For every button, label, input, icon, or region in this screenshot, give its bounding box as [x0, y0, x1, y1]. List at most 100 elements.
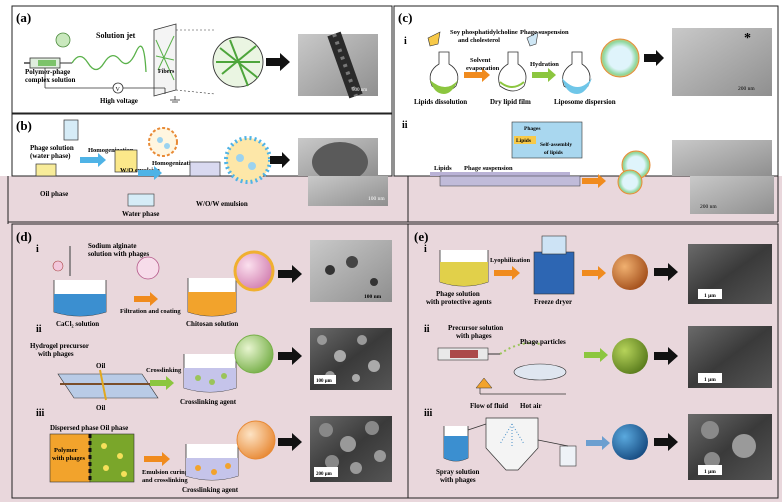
alginate-bead — [233, 250, 275, 292]
liposome-icon — [600, 38, 640, 78]
svg-text:Lipids dissolution: Lipids dissolution — [414, 98, 467, 106]
svg-text:solution with phages: solution with phages — [88, 250, 149, 258]
svg-text:Phage suspension: Phage suspension — [464, 165, 513, 172]
svg-text:Freeze dryer: Freeze dryer — [534, 298, 572, 306]
svg-text:Homogenization: Homogenization — [152, 160, 198, 167]
high-voltage-icon — [475, 377, 493, 389]
svg-text:Dry lipid film: Dry lipid film — [490, 98, 531, 106]
svg-text:with phages: with phages — [440, 476, 476, 484]
wo-droplet — [148, 127, 178, 157]
phage-solution-beaker — [63, 119, 79, 141]
svg-text:Lyophilization: Lyophilization — [490, 257, 530, 264]
svg-text:100 nm: 100 nm — [364, 294, 382, 300]
svg-text:i: i — [36, 244, 39, 255]
svg-text:200 nm: 200 nm — [700, 204, 717, 210]
svg-text:Flow of fluid: Flow of fluid — [470, 402, 508, 410]
spray-dryer-icon — [485, 417, 539, 471]
solution-jet — [71, 45, 147, 73]
svg-text:and cholesterol: and cholesterol — [458, 37, 500, 44]
svg-text:Homogenization: Homogenization — [88, 147, 134, 154]
svg-text:Polymer-phage: Polymer-phage — [25, 68, 70, 76]
svg-text:1 μm: 1 μm — [704, 469, 716, 475]
svg-text:complex solution: complex solution — [25, 76, 75, 84]
svg-text:High voltage: High voltage — [100, 97, 138, 105]
svg-text:(d): (d) — [16, 229, 32, 244]
svg-text:(water phase): (water phase) — [30, 152, 71, 160]
svg-text:Crosslinking: Crosslinking — [146, 367, 182, 374]
svg-text:1 μm: 1 μm — [704, 377, 716, 383]
phage-icon — [55, 32, 71, 48]
svg-text:Solution jet: Solution jet — [96, 31, 136, 40]
svg-text:ii: ii — [424, 324, 430, 335]
svg-text:Phage solution: Phage solution — [436, 290, 480, 298]
svg-text:of lipids: of lipids — [544, 150, 563, 156]
svg-text:evaporation: evaporation — [466, 65, 500, 72]
tem-image-c-ii — [672, 140, 772, 176]
dry-film-flask — [498, 51, 527, 92]
panel-a: (a) Polymer-phage complex solution Solut… — [11, 5, 393, 114]
svg-text:Lipids: Lipids — [434, 165, 452, 172]
arrow-icon — [266, 53, 290, 71]
svg-text:ii: ii — [36, 324, 42, 335]
hydrogel-bead — [234, 334, 274, 374]
svg-text:100 nm: 100 nm — [368, 196, 385, 202]
arrow-icon — [80, 153, 106, 167]
electrospray-particle — [612, 338, 648, 374]
svg-text:Water phase: Water phase — [122, 210, 159, 218]
svg-text:Filtration and coating: Filtration and coating — [120, 308, 181, 315]
voltage-icon — [112, 82, 124, 94]
svg-text:*: * — [744, 31, 751, 46]
svg-text:with phages: with phages — [456, 332, 492, 340]
svg-text:Crosslinking agent: Crosslinking agent — [182, 486, 239, 494]
svg-text:Polymer: Polymer — [54, 447, 78, 454]
svg-text:Soy phosphatidylcholine: Soy phosphatidylcholine — [450, 29, 518, 36]
svg-text:(b): (b) — [16, 118, 32, 133]
svg-text:Emulsion curing: Emulsion curing — [142, 469, 189, 476]
svg-text:and crosslinking: and crosslinking — [142, 477, 188, 484]
svg-text:iii: iii — [424, 408, 433, 419]
svg-text:V: V — [116, 87, 121, 93]
svg-text:(e): (e) — [414, 229, 428, 244]
svg-text:Spray solution: Spray solution — [436, 468, 479, 476]
svg-text:100 μm: 100 μm — [316, 379, 333, 384]
svg-text:Hot air: Hot air — [520, 402, 542, 410]
svg-text:Precursor solution: Precursor solution — [448, 324, 503, 332]
svg-text:Chitosan solution: Chitosan solution — [186, 320, 238, 328]
tem-image-d-i — [310, 240, 392, 302]
dispersed-phase-box — [49, 433, 91, 483]
svg-text:Fibers: Fibers — [158, 69, 175, 75]
panel-c: (c) i Soy phosphatidylcholine and choles… — [393, 5, 779, 180]
svg-text:CaCl₂ solution: CaCl₂ solution — [56, 320, 99, 328]
svg-text:Lipids: Lipids — [516, 138, 531, 144]
wo-beaker — [114, 149, 138, 173]
svg-text:200 nm: 200 nm — [738, 86, 755, 92]
svg-text:with phages: with phages — [38, 350, 74, 358]
svg-text:Solvent: Solvent — [470, 57, 491, 64]
spray-dried-particle — [612, 424, 648, 460]
svg-text:Dispersed phase: Dispersed phase — [50, 424, 98, 432]
svg-text:ii: ii — [402, 120, 408, 131]
svg-text:Phage particles: Phage particles — [520, 338, 566, 346]
panel-b: (b) Phage solution (water phase) Homogen… — [11, 113, 393, 184]
svg-text:Liposome dispersion: Liposome dispersion — [554, 98, 616, 106]
svg-text:W/O/W emulsion: W/O/W emulsion — [196, 200, 248, 208]
svg-text:Oil: Oil — [96, 404, 105, 412]
reagent-icon — [427, 31, 441, 47]
svg-text:500 nm: 500 nm — [352, 88, 367, 93]
svg-text:Sodium alginate: Sodium alginate — [88, 242, 136, 250]
svg-text:Phages: Phages — [524, 126, 541, 132]
panel-d: (d) i Sodium alginate solution with phag… — [11, 223, 409, 499]
svg-text:Phage solution: Phage solution — [30, 144, 74, 152]
svg-text:Self-assembly: Self-assembly — [540, 142, 572, 148]
svg-text:Hydration: Hydration — [530, 61, 559, 68]
svg-text:Oil: Oil — [96, 362, 105, 370]
tem-image-c-i — [672, 28, 772, 96]
microfluidic-chip — [57, 373, 159, 399]
svg-text:Oil phase: Oil phase — [100, 424, 128, 432]
wow-droplet — [224, 136, 272, 184]
svg-text:with protective agents: with protective agents — [426, 298, 492, 306]
svg-text:Crosslinking agent: Crosslinking agent — [180, 398, 237, 406]
continuation-row: Oil phase Water phase W/O/W emulsion 100… — [7, 169, 779, 224]
